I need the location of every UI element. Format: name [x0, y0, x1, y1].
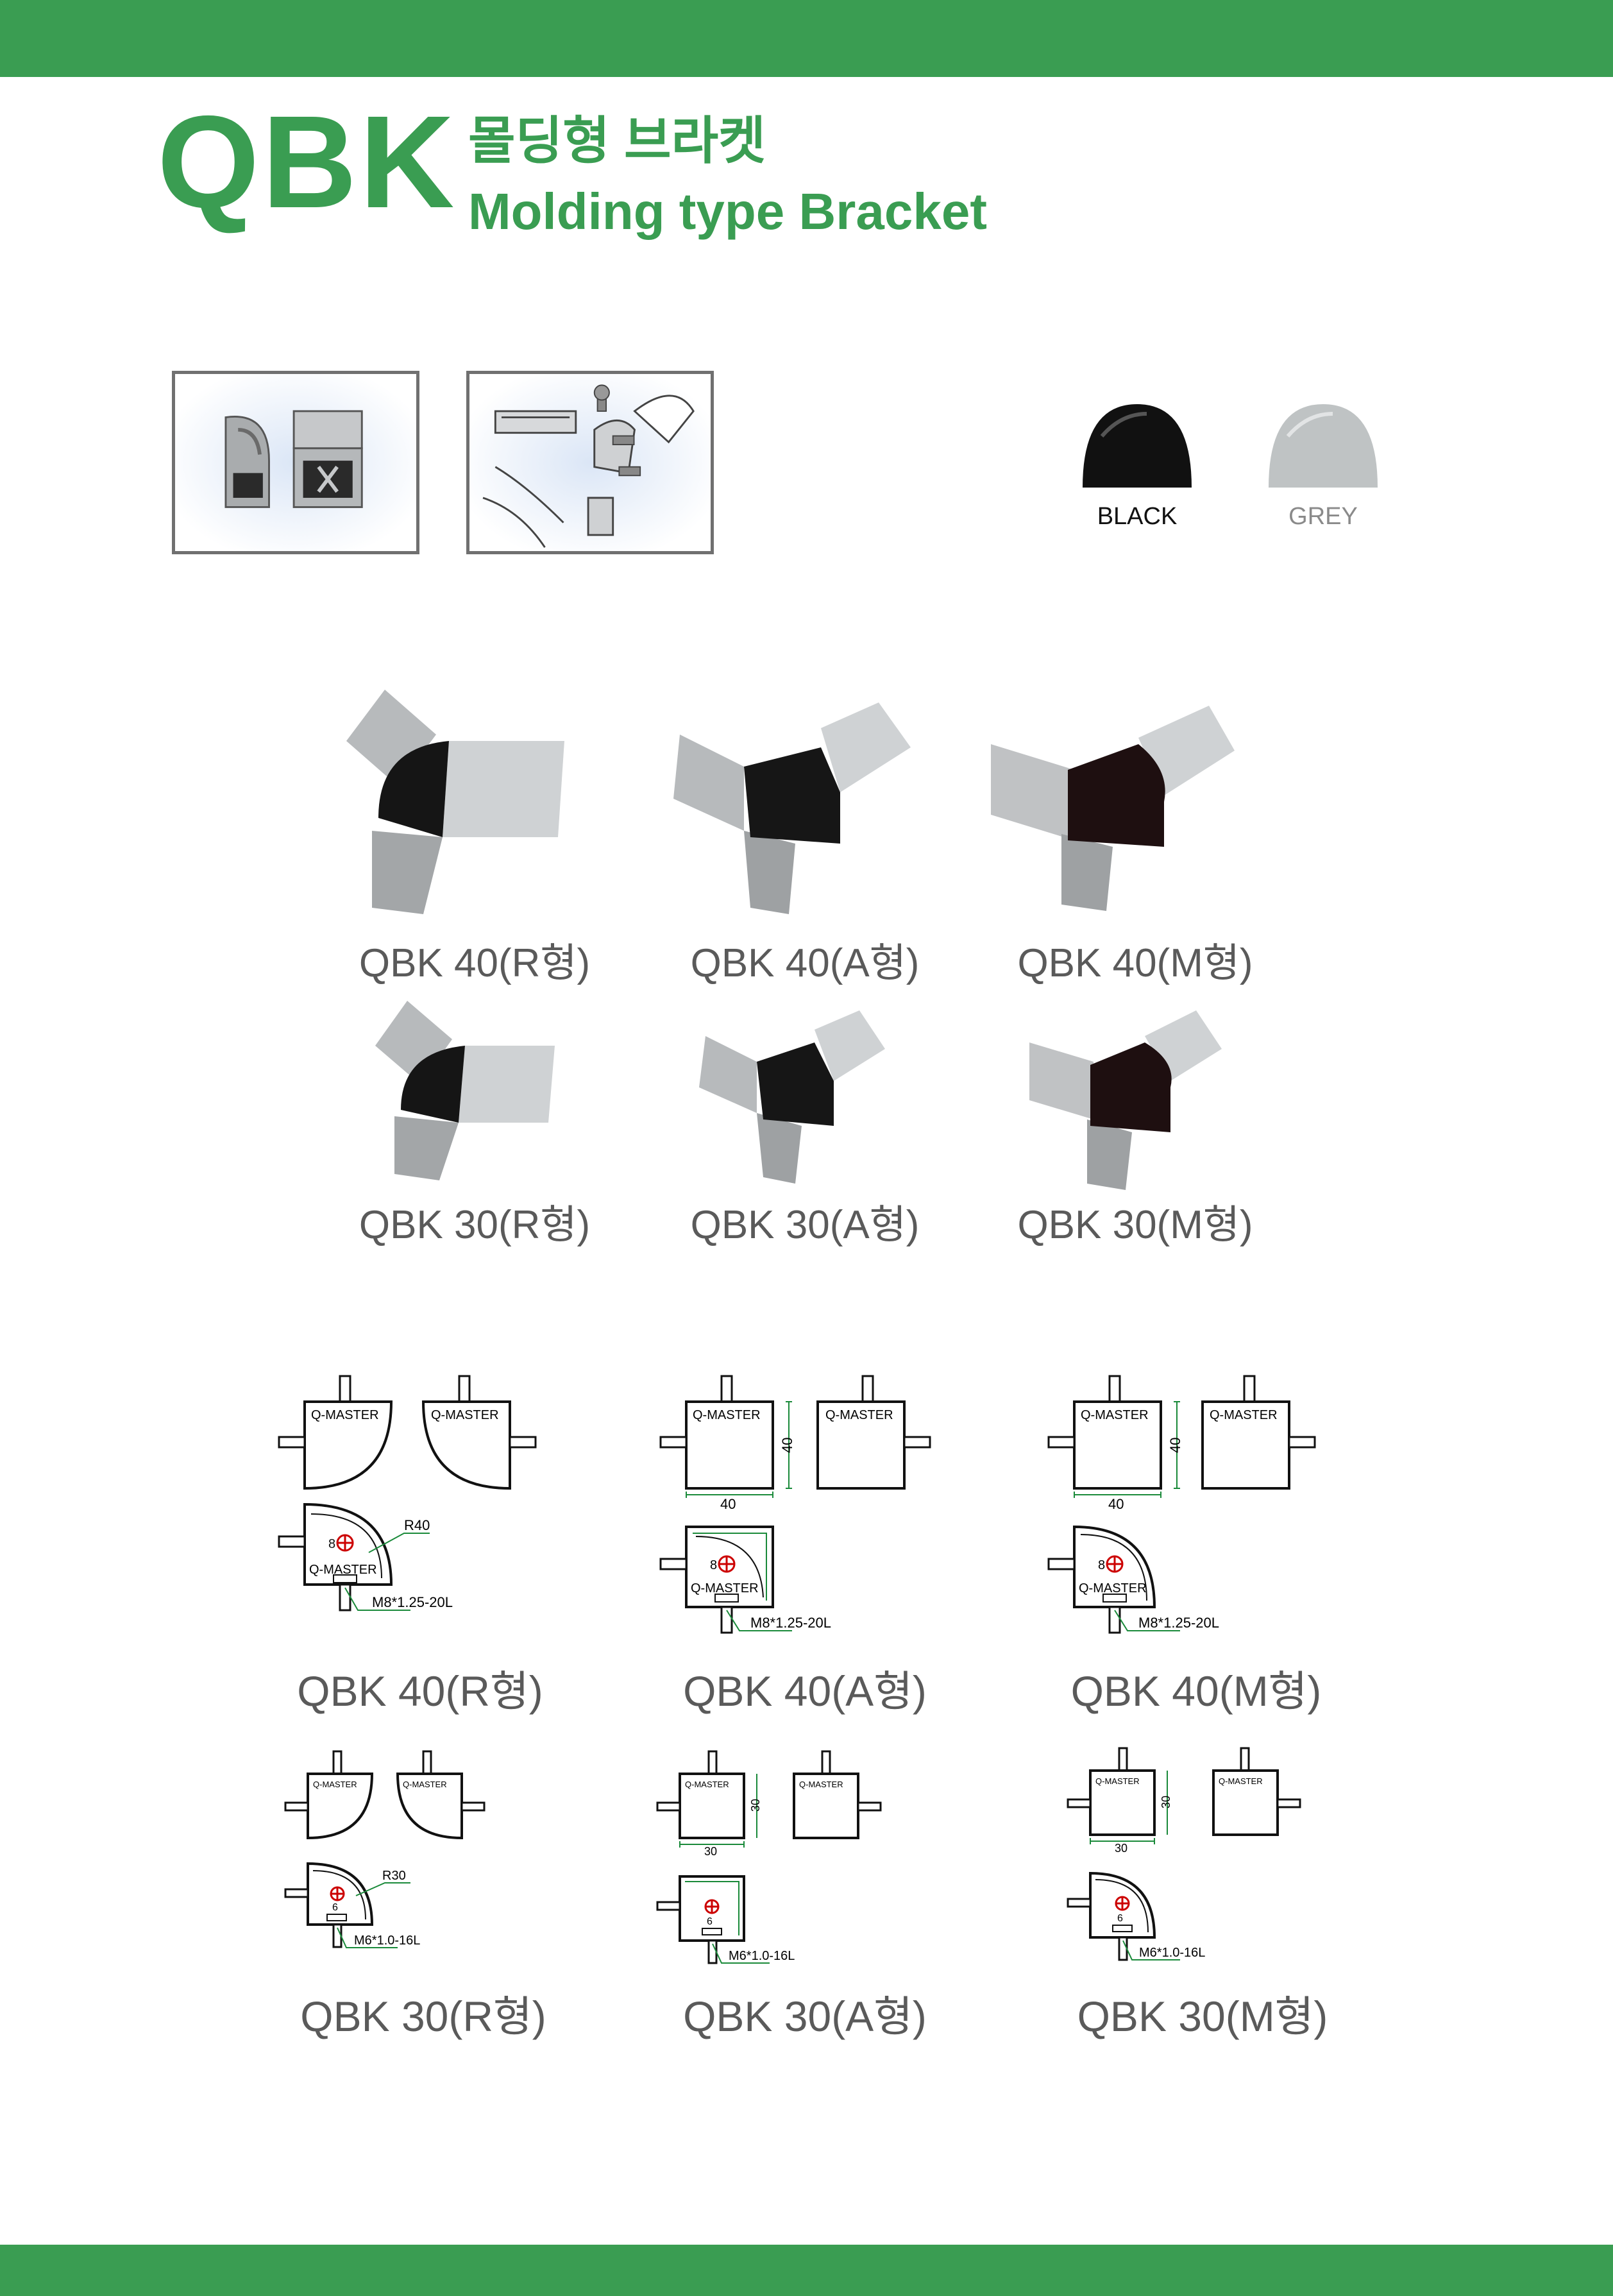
screw-spec: M8*1.25-20L: [1138, 1615, 1219, 1631]
brand-text: Q-MASTER: [1210, 1408, 1278, 1422]
height-dimension: 30: [749, 1799, 762, 1812]
product-label: QBK 40(R형): [359, 941, 591, 985]
screw-spec: M6*1.0-16L: [354, 1934, 420, 1948]
hole-size: 8: [1098, 1558, 1105, 1572]
product-label: QBK 30(A형): [690, 1203, 920, 1247]
hole-size: 6: [332, 1902, 338, 1913]
radius-dimension: R30: [382, 1869, 406, 1883]
aluminum-profile-illustration: [224, 410, 363, 508]
radius-dimension: R40: [404, 1517, 430, 1533]
brand-text: Q-MASTER: [403, 1780, 447, 1789]
black-swatch-label: BLACK: [1097, 503, 1178, 530]
width-dimension: 40: [720, 1496, 736, 1512]
qbk40-r-drawing: Q-MASTER Q-MASTER 8 Q-MASTER R40 M8*1.25…: [269, 1366, 558, 1623]
profile-thumbnail: [172, 371, 419, 554]
grey-cap-icon: [1269, 404, 1378, 488]
qbk40-a-photo: [673, 696, 917, 914]
qbk30-m-photo: [1029, 1004, 1222, 1190]
hole-size: 8: [328, 1537, 335, 1551]
width-dimension: 40: [1108, 1496, 1124, 1512]
black-cap-icon: [1083, 404, 1192, 488]
qbk30-m-drawing: Q-MASTER 30 30 Q-MASTER 6 M6*1.0-16L: [1058, 1742, 1315, 1973]
screw-spec: M6*1.0-16L: [1139, 1946, 1205, 1960]
product-label: QBK 30(M형): [1017, 1203, 1253, 1247]
exploded-assembly-thumbnail: [466, 371, 714, 554]
brand-text: Q-MASTER: [825, 1408, 893, 1422]
qbk40-a-drawing: Q-MASTER 40 40 Q-MASTER 8 Q-MASTER M8*1.…: [651, 1366, 940, 1642]
qbk30-a-photo: [699, 1004, 885, 1184]
product-label: QBK 40(A형): [690, 941, 920, 985]
height-dimension: 40: [779, 1438, 795, 1453]
qbk40-m-photo: [991, 699, 1235, 917]
brand-text: Q-MASTER: [309, 1563, 377, 1577]
height-dimension: 40: [1167, 1438, 1183, 1453]
brand-text: Q-MASTER: [431, 1408, 499, 1422]
hole-size: 8: [710, 1558, 717, 1572]
hole-size: 6: [707, 1916, 713, 1927]
product-label: QBK 30(R형): [359, 1203, 591, 1247]
drawing-label: QBK 30(R형): [300, 1993, 546, 2040]
drawing-label: QBK 30(A형): [683, 1993, 927, 2040]
screw-spec: M8*1.25-20L: [750, 1615, 831, 1631]
drawing-label: QBK 40(A형): [683, 1667, 927, 1715]
drawing-label: QBK 40(R형): [297, 1667, 543, 1715]
brand-text: Q-MASTER: [1081, 1408, 1149, 1422]
drawing-label: QBK 30(M형): [1077, 1993, 1328, 2040]
qbk40-r-photo: [346, 690, 577, 921]
brand-text: Q-MASTER: [1095, 1776, 1140, 1786]
qbk40-m-drawing: Q-MASTER 40 40 Q-MASTER 8 Q-MASTER M8*1.…: [1039, 1366, 1328, 1642]
screw-spec: M8*1.25-20L: [372, 1594, 453, 1610]
qbk30-r-drawing: Q-MASTER Q-MASTER 6 R30 M6*1.0-16L: [276, 1745, 507, 1963]
width-dimension: 30: [1115, 1842, 1127, 1855]
width-dimension: 30: [704, 1845, 717, 1858]
brand-text: Q-MASTER: [313, 1780, 357, 1789]
brand-text: Q-MASTER: [799, 1780, 843, 1789]
qbk30-a-drawing: Q-MASTER 30 30 Q-MASTER 6 M6*1.0-16L: [648, 1745, 904, 1976]
drawing-label: QBK 40(M형): [1070, 1667, 1322, 1715]
title-english: Molding type Bracket: [468, 183, 988, 240]
title-korean: 몰딩형 브라켓: [468, 112, 766, 169]
qbk30-r-photo: [375, 1001, 561, 1180]
brand-text: Q-MASTER: [691, 1581, 759, 1595]
brand-text: Q-MASTER: [1219, 1776, 1263, 1786]
black-swatch: BLACK: [1073, 398, 1201, 531]
product-label: QBK 40(M형): [1017, 941, 1253, 985]
product-logo: QBK: [157, 89, 457, 235]
brand-text: Q-MASTER: [685, 1780, 729, 1789]
brand-text: Q-MASTER: [693, 1408, 761, 1422]
exploded-assembly-illustration: [482, 384, 695, 548]
brand-text: Q-MASTER: [311, 1408, 379, 1422]
screw-spec: M6*1.0-16L: [729, 1949, 795, 1963]
top-green-band: [0, 0, 1613, 77]
hole-size: 6: [1117, 1913, 1123, 1924]
grey-swatch: GREY: [1259, 398, 1387, 531]
height-dimension: 30: [1160, 1796, 1172, 1808]
brand-text: Q-MASTER: [1079, 1581, 1147, 1595]
bottom-green-band: [0, 2245, 1613, 2296]
grey-swatch-label: GREY: [1288, 503, 1358, 530]
